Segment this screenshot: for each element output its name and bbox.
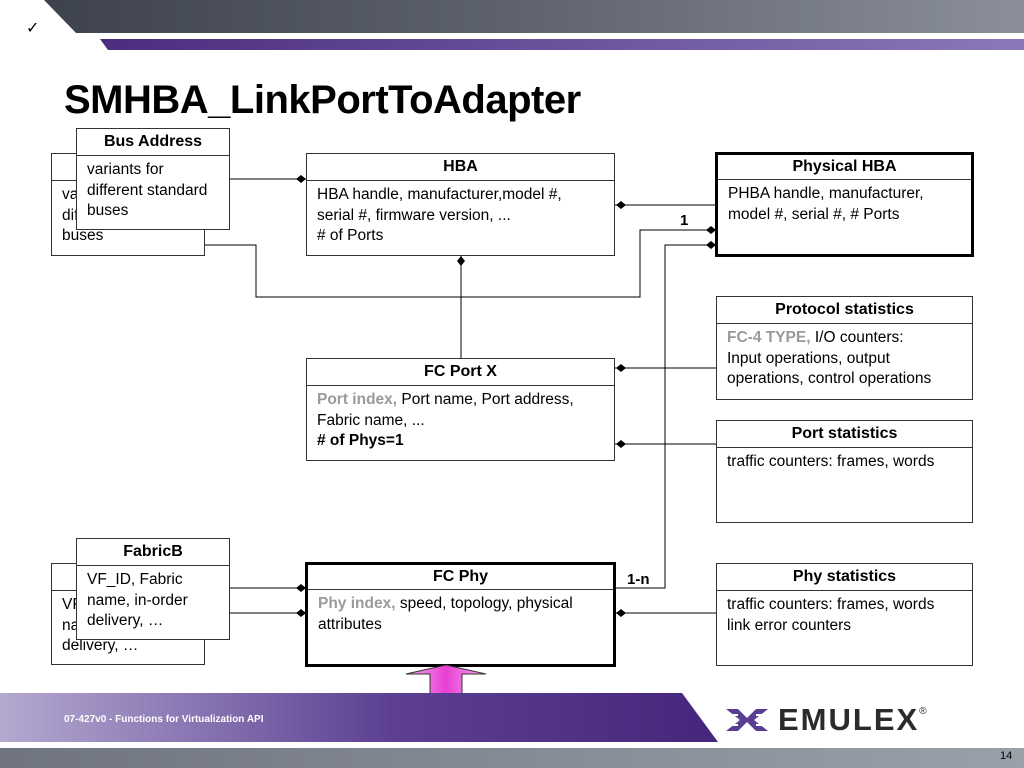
protocol-line-2: Input operations, output — [727, 349, 890, 367]
fabricb-line-1: VF_ID, Fabric — [87, 571, 183, 588]
fc-port-x-box: FC Port X Port index, Port name, Port ad… — [306, 358, 615, 461]
fc-phy-header: FC Phy — [308, 565, 613, 590]
bus-address-body: variants for different standard buses — [87, 161, 208, 219]
registered-mark: ® — [919, 706, 927, 717]
fc-port-line-3: # of Phys=1 — [317, 432, 404, 449]
page-title: SMHBA_LinkPortToAdapter — [64, 78, 581, 122]
shadow-text-1: va — [62, 186, 79, 203]
protocol-fc4-type: FC-4 TYPE, — [727, 329, 811, 346]
bus-address-header: Bus Address — [77, 129, 229, 156]
shadow-text-3: buses — [62, 227, 104, 244]
fabricb-line-2: name, in-order — [87, 591, 188, 609]
bus-address-box: Bus Address variants for different stand… — [76, 128, 230, 230]
port-statistics-header: Port statistics — [717, 421, 972, 448]
shadow-text-2: dif — [62, 206, 79, 224]
fabricb-shadow-text-2: na — [62, 616, 80, 634]
footer-text: 07-427v0 - Functions for Virtualization … — [64, 714, 264, 725]
hba-line-2: serial #, firmware version, ... — [317, 206, 511, 224]
port-statistics-body: traffic counters: frames, words — [727, 453, 935, 470]
fc-port-x-header: FC Port X — [307, 359, 614, 386]
fabricb-line-3: delivery, … — [87, 612, 164, 629]
fabricb-header: FabricB — [77, 539, 229, 566]
header-band — [44, 0, 1024, 50]
multiplicity-one: 1 — [680, 212, 689, 229]
hba-line-1: HBA handle, manufacturer,model #, — [317, 186, 562, 203]
multiplicity-one-to-n: 1-n — [627, 571, 650, 588]
fabricb-shadow-text-3: delivery, … — [62, 637, 139, 654]
fc-port-line-1: Port name, Port address, — [397, 391, 574, 408]
protocol-line-1: I/O counters: — [810, 329, 904, 346]
port-statistics-box: Port statistics traffic counters: frames… — [716, 420, 973, 523]
fc-phy-index: Phy index, — [318, 595, 396, 612]
physical-hba-line-2: model #, serial #, # Ports — [728, 205, 900, 223]
physical-hba-header: Physical HBA — [718, 155, 971, 180]
emulex-logo-text: EMULEX — [778, 702, 920, 737]
protocol-statistics-box: Protocol statistics FC-4 TYPE, I/O count… — [716, 296, 973, 400]
hba-box: HBA HBA handle, manufacturer,model #, se… — [306, 153, 615, 256]
hba-line-3: # of Ports — [317, 227, 384, 244]
fabricb-box: FabricB VF_ID, Fabric name, in-order del… — [76, 538, 230, 640]
protocol-line-3: operations, control operations — [727, 370, 932, 387]
protocol-statistics-header: Protocol statistics — [717, 297, 972, 324]
phy-statistics-line-1: traffic counters: frames, words — [727, 596, 935, 613]
phy-statistics-line-2: link error counters — [727, 616, 852, 634]
fc-phy-line-1: speed, topology, physical — [395, 595, 573, 612]
hba-header: HBA — [307, 154, 614, 181]
fc-phy-line-2: attributes — [318, 615, 382, 633]
check-mark-icon: ✓ — [26, 20, 40, 37]
footer-band — [0, 693, 1024, 768]
fc-port-index: Port index, — [317, 391, 398, 408]
fc-port-line-2: Fabric name, ... — [317, 411, 425, 429]
physical-hba-box: Physical HBA PHBA handle, manufacturer, … — [715, 152, 974, 257]
phy-statistics-header: Phy statistics — [717, 564, 972, 591]
phy-statistics-box: Phy statistics traffic counters: frames,… — [716, 563, 973, 666]
emulex-logo: EMULEX ® — [724, 700, 927, 740]
page-number: 14 — [1000, 750, 1013, 762]
physical-hba-line-1: PHBA handle, manufacturer, — [728, 185, 924, 202]
emulex-logo-icon — [726, 709, 768, 731]
fc-phy-box: FC Phy Phy index, speed, topology, physi… — [305, 562, 616, 667]
